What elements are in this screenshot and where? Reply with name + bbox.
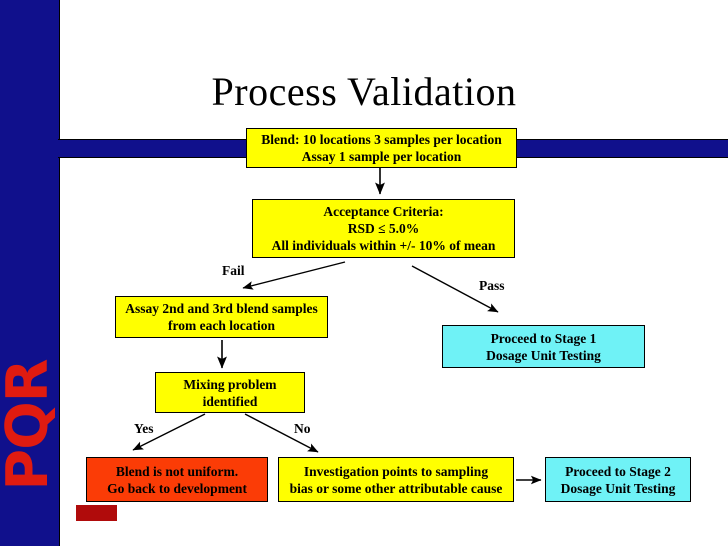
pqr-watermark-label: PQR (0, 359, 61, 491)
flow-node-proceed-stage-2[interactable]: Proceed to Stage 2 Dosage Unit Testing (545, 457, 691, 502)
flow-node-line: All individuals within +/- 10% of mean (271, 238, 496, 253)
branch-label-no: No (294, 421, 311, 436)
flow-node-mixing-problem[interactable]: Mixing problem identified (155, 372, 305, 413)
branch-label-fail: Fail (222, 263, 245, 278)
flow-node-line: Assay 2nd and 3rd blend samples (125, 301, 318, 316)
flow-node-investigation-sampling-bias[interactable]: Investigation points to sampling bias or… (278, 457, 514, 502)
flow-node-line: Mixing problem (183, 376, 277, 392)
flow-node-line: Proceed to Stage 2 (565, 463, 671, 479)
flow-node-line: Dosage Unit Testing (486, 347, 601, 363)
flow-node-line: Investigation points to sampling (303, 463, 489, 479)
flow-node-line: Assay 1 sample per location (301, 149, 462, 164)
flow-node-line: Blend: 10 locations 3 samples per locati… (261, 132, 502, 147)
flow-node-line: Dosage Unit Testing (560, 480, 676, 496)
flow-node-line: Go back to development (107, 480, 247, 496)
flow-node-blend-sampling[interactable]: Blend: 10 locations 3 samples per locati… (246, 128, 517, 168)
branch-label-yes: Yes (134, 421, 154, 436)
flow-node-line: Acceptance Criteria: (323, 204, 444, 219)
flow-node-line: from each location (168, 318, 275, 333)
page-title: Process Validation (211, 69, 517, 114)
flow-node-assay-2nd-3rd[interactable]: Assay 2nd and 3rd blend samples from eac… (115, 296, 328, 338)
flow-node-acceptance-criteria[interactable]: Acceptance Criteria: RSD ≤ 5.0% All indi… (252, 199, 515, 258)
arrow-fail-branch (242, 261, 346, 290)
sidebar-accent-bar (0, 0, 60, 546)
flow-node-line: RSD ≤ 5.0% (347, 221, 420, 236)
flow-node-proceed-stage-1[interactable]: Proceed to Stage 1 Dosage Unit Testing (442, 325, 645, 368)
flow-node-line: bias or some other attributable cause (289, 480, 503, 496)
flow-node-blend-not-uniform[interactable]: Blend is not uniform. Go back to develop… (86, 457, 268, 502)
flow-node-line: Proceed to Stage 1 (490, 330, 597, 346)
branch-label-pass: Pass (479, 278, 505, 293)
red-tab-marker (76, 505, 117, 521)
flow-node-line: Blend is not uniform. (115, 463, 239, 479)
flow-node-line: identified (202, 393, 258, 409)
